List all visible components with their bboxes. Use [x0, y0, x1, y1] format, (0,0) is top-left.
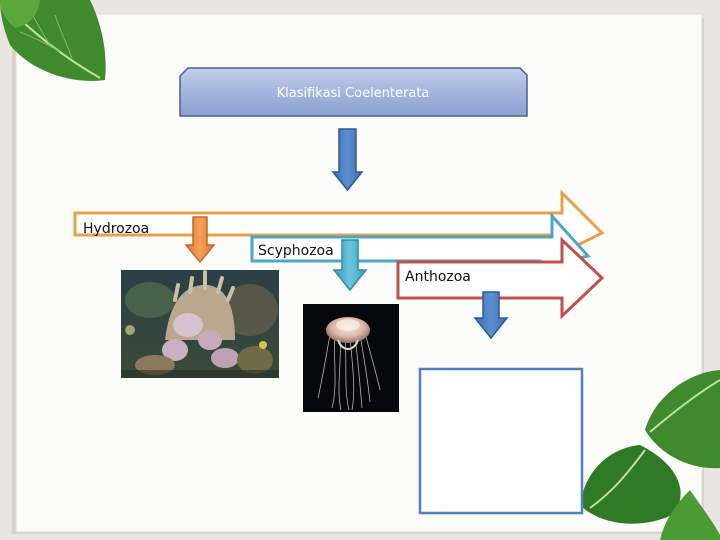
leaf-top-left-icon: [0, 0, 106, 81]
anthozoa-label: Anthozoa: [405, 269, 471, 285]
hydrozoa-label: Hydrozoa: [83, 221, 149, 237]
jellyfish-photo: [303, 304, 399, 412]
hydrozoa-arrow: [73, 189, 605, 256]
title-down-arrow: [331, 128, 364, 192]
hydrozoa-down-arrow: [184, 216, 216, 264]
page-title: Klasifikasi Coelenterata: [277, 86, 430, 101]
anthozoa-down-arrow: [473, 291, 509, 340]
empty-image-placeholder: [418, 367, 584, 515]
coral-reef-photo: [121, 270, 279, 378]
anthozoa-arrow: [396, 236, 605, 320]
scyphozoa-down-arrow: [332, 239, 368, 292]
title-box: [179, 67, 528, 117]
scyphozoa-label: Scyphozoa: [258, 243, 334, 259]
leaf-bottom-right-icon: [580, 370, 720, 540]
